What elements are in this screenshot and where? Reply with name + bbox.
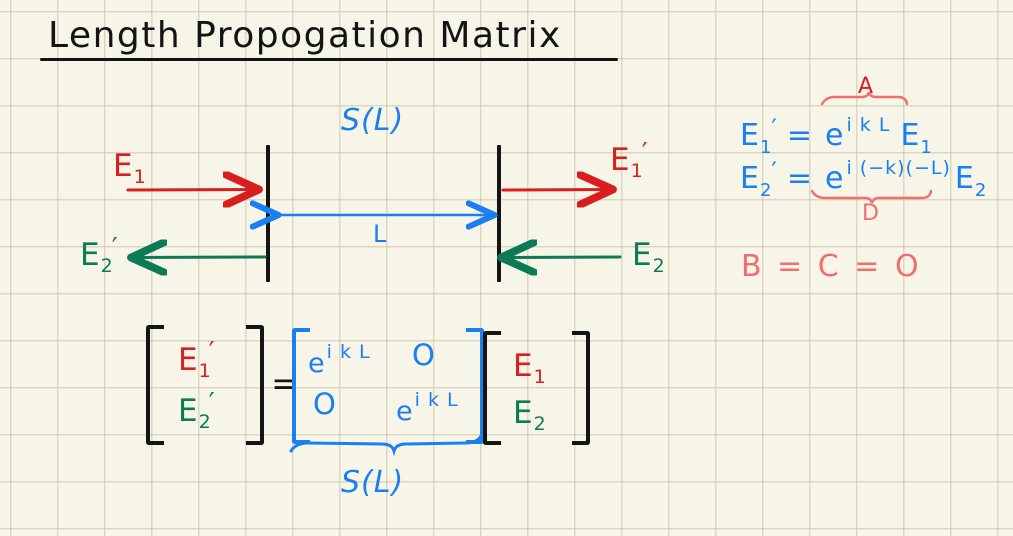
brace-label-D: D bbox=[862, 201, 880, 226]
matrix-cell-r1c1: ei k L bbox=[308, 341, 371, 379]
label-E2-incoming: E2 bbox=[632, 237, 666, 277]
brace-A bbox=[820, 91, 909, 106]
matrix-brace-label-SL: S(L) bbox=[341, 465, 405, 500]
equation-3: B = C = O bbox=[741, 249, 922, 284]
lhs-vector-row-2: E2′ bbox=[178, 388, 216, 433]
matrix-cell-r2c2: ei k L bbox=[396, 389, 459, 427]
brace-matrix-SL bbox=[289, 434, 483, 457]
rhs-vector-bracket-left bbox=[483, 331, 501, 445]
brace-label-A: A bbox=[858, 74, 875, 99]
arrow-E2-incoming bbox=[504, 257, 622, 258]
rhs-vector-row-2: E2 bbox=[513, 395, 547, 435]
arrow-E2prime-outgoing bbox=[134, 257, 267, 258]
label-length-L: L bbox=[373, 220, 388, 248]
lhs-vector-bracket-left bbox=[146, 325, 164, 445]
label-S-of-L-top: S(L) bbox=[341, 103, 405, 138]
matrix-bracket-left bbox=[292, 328, 310, 444]
matrix-cell-r1c2: O bbox=[412, 338, 436, 372]
matrix-cell-r2c1: O bbox=[313, 387, 337, 421]
rhs-vector-row-1: E1 bbox=[513, 348, 547, 388]
arrow-E1-incoming bbox=[126, 190, 256, 191]
rhs-vector-bracket-right bbox=[572, 331, 590, 445]
lhs-vector-bracket-right bbox=[246, 325, 264, 445]
title-underline bbox=[40, 58, 618, 61]
matrix-bracket-right bbox=[466, 328, 484, 444]
label-E1-incoming: E1 bbox=[113, 148, 147, 188]
right-barrier bbox=[497, 145, 501, 282]
label-E2prime-outgoing: E2′ bbox=[80, 233, 119, 277]
arrow-E1prime-outgoing bbox=[501, 190, 610, 191]
page-title: Length Propogation Matrix bbox=[48, 15, 562, 56]
lhs-vector-row-1: E1′ bbox=[178, 337, 216, 382]
label-E1prime-outgoing: E1′ bbox=[610, 138, 649, 182]
brace-D bbox=[810, 189, 933, 204]
